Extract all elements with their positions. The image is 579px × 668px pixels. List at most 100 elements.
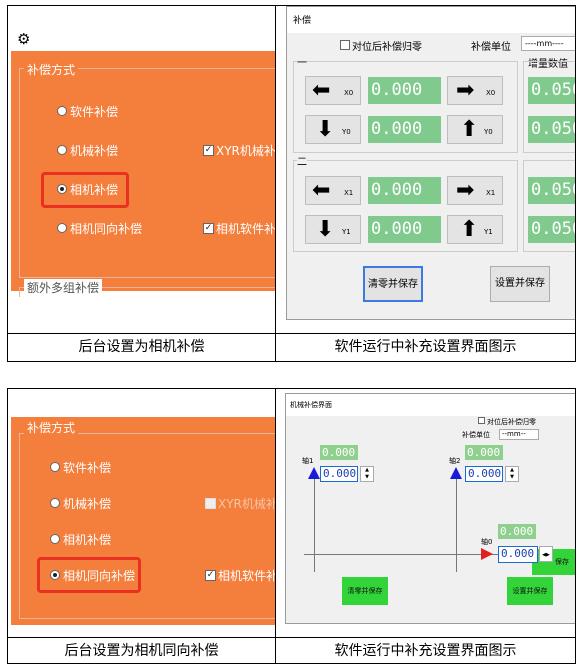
axis0-input[interactable]: 0.000 xyxy=(498,546,538,563)
unit-select[interactable]: ----mm---- xyxy=(521,36,575,51)
radio-mechanical-comp[interactable] xyxy=(57,145,67,155)
highlight-box xyxy=(37,557,141,593)
axis2-line xyxy=(456,478,457,572)
option-camera-same-dir-comp: 相机同向补偿 xyxy=(70,222,143,236)
check-camera-software[interactable]: ✓ xyxy=(203,223,214,234)
group-frame xyxy=(19,68,275,278)
mech-window: 机械补偿界面 对位后补偿归零 补偿单位 --mm-- 轴1 0.000 0.00… xyxy=(285,393,575,624)
axis1-line xyxy=(314,478,315,572)
option-camera-comp: 相机补偿 xyxy=(70,183,119,197)
radio-camera-comp[interactable] xyxy=(50,534,60,544)
radio-camera-same-dir-comp[interactable] xyxy=(50,570,60,580)
clear-and-save-button[interactable]: 清零并保存 xyxy=(363,266,423,302)
check-xyr-mechanical[interactable] xyxy=(205,498,216,509)
bottom-table-divider xyxy=(275,388,276,664)
check-xyr-mechanical-label: XYR机械补偿 xyxy=(216,144,275,158)
set-and-save-button[interactable]: 设置并保存 xyxy=(507,577,553,605)
group-title: 补偿方式 xyxy=(24,61,79,78)
reset-after-align-check[interactable] xyxy=(340,40,350,50)
option-mechanical-comp: 机械补偿 xyxy=(70,144,119,158)
axis0-arrow-icon xyxy=(481,548,493,560)
y0-plus-button[interactable]: ⬆ Y0 xyxy=(447,115,503,144)
unit-label: 补偿单位 xyxy=(471,42,511,53)
axis1-arrow-icon xyxy=(308,467,320,479)
top-table-divider xyxy=(275,5,276,362)
y1-increment[interactable]: 0.050 xyxy=(528,216,575,243)
x0-minus-button[interactable]: ⬅ X0 xyxy=(305,76,361,105)
right-arrow-icon: ➡ xyxy=(456,178,475,203)
group-one-label: 一 xyxy=(297,54,307,69)
extra-group-frame xyxy=(19,287,275,297)
set-and-save-button[interactable]: 设置并保存 xyxy=(490,266,550,302)
axis1-input[interactable]: 0.000 xyxy=(320,466,358,482)
radio-software-comp[interactable] xyxy=(57,106,67,116)
axis0-line xyxy=(304,554,500,555)
reset-after-align-label: 对位后补偿归零 xyxy=(352,42,422,53)
bottom-caption-left: 后台设置为相机同向补偿 xyxy=(64,643,219,659)
axis2-input[interactable]: 0.000 xyxy=(465,466,503,482)
settings-area xyxy=(11,51,275,291)
left-arrow-icon: ⬅ xyxy=(312,178,331,203)
unit-label: 补偿单位 xyxy=(462,431,490,439)
right-arrow-icon: ➡ xyxy=(456,78,475,103)
down-arrow-icon: ⬇ xyxy=(316,217,335,242)
highlight-box xyxy=(41,172,129,208)
gear-icon[interactable]: ⚙ xyxy=(17,30,31,48)
check-camera-software[interactable]: ✓ xyxy=(205,570,216,581)
x1-minus-button[interactable]: ⬅ X1 xyxy=(305,176,361,205)
x1-plus-button[interactable]: ➡ X1 xyxy=(447,176,503,205)
reset-after-align-label: 对位后补偿归零 xyxy=(487,418,536,426)
x0-value[interactable]: 0.000 xyxy=(368,77,441,104)
axis1-label: 轴1 xyxy=(302,457,314,465)
comp-window: 补偿 对位后补偿归零 补偿单位 ----mm---- 增量数值 一 ⬅ X0 0… xyxy=(286,6,575,320)
check-camera-software-label: 相机软件补偿 xyxy=(218,569,275,583)
x1-plus-axis: X1 xyxy=(486,189,496,197)
up-arrow-icon: ⬆ xyxy=(460,117,479,142)
top-left-panel: ⚙ 补偿方式 软件补偿 机械补偿 相机补偿 相机同向补偿 ✓ XYR机械补偿 ✓… xyxy=(8,6,275,333)
bottom-right-panel: 机械补偿界面 对位后补偿归零 补偿单位 --mm-- 轴1 0.000 0.00… xyxy=(276,389,575,637)
x0-increment[interactable]: 0.050 xyxy=(528,77,575,104)
y1-plus-axis: Y1 xyxy=(484,228,493,236)
axis2-label: 轴2 xyxy=(449,457,461,465)
y1-minus-button[interactable]: ⬇ Y1 xyxy=(305,215,361,244)
left-arrow-icon: ⬅ xyxy=(312,78,331,103)
option-camera-comp: 相机补偿 xyxy=(63,533,112,547)
axis1-spinner[interactable]: ▲▼ xyxy=(360,466,374,482)
group-title: 补偿方式 xyxy=(24,419,79,436)
clear-and-save-button[interactable]: 清零并保存 xyxy=(342,577,388,605)
y1-plus-button[interactable]: ⬆ Y1 xyxy=(447,215,503,244)
top-right-panel: 补偿 对位后补偿归零 补偿单位 ----mm---- 增量数值 一 ⬅ X0 0… xyxy=(276,6,575,333)
y0-increment[interactable]: 0.050 xyxy=(528,116,575,143)
check-camera-software-label: 相机软件补偿 xyxy=(216,222,275,236)
axis2-spinner[interactable]: ▲▼ xyxy=(505,466,519,482)
radio-mechanical-comp[interactable] xyxy=(50,498,60,508)
radio-camera-same-dir-comp[interactable] xyxy=(57,223,67,233)
y1-value[interactable]: 0.000 xyxy=(368,216,441,243)
x1-minus-axis: X1 xyxy=(344,189,354,197)
comp-window-titlebar xyxy=(287,7,575,33)
radio-software-comp[interactable] xyxy=(50,462,60,472)
y0-plus-axis: Y0 xyxy=(484,128,493,136)
y0-minus-button[interactable]: ⬇ Y0 xyxy=(305,115,361,144)
unit-select[interactable]: --mm-- xyxy=(499,429,539,440)
extra-group-title: 额外多组补偿 xyxy=(24,279,103,296)
top-caption-left: 后台设置为相机补偿 xyxy=(78,339,205,355)
window-title: 补偿 xyxy=(293,16,312,26)
axis0-spinner[interactable]: ◀▶ xyxy=(539,546,553,562)
option-software-comp: 软件补偿 xyxy=(70,105,119,119)
check-xyr-mechanical[interactable]: ✓ xyxy=(203,145,214,156)
x0-minus-axis: X0 xyxy=(344,89,354,97)
bottom-caption-right: 软件运行中补充设置界面图示 xyxy=(334,643,517,659)
axis2-arrow-icon xyxy=(450,467,462,479)
axis0-label: 轴0 xyxy=(481,538,493,546)
reset-after-align-check[interactable] xyxy=(478,417,485,424)
radio-camera-comp[interactable] xyxy=(57,184,67,194)
increment-frame-2 xyxy=(523,160,575,252)
x0-plus-button[interactable]: ➡ X0 xyxy=(447,76,503,105)
x1-value[interactable]: 0.000 xyxy=(368,177,441,204)
down-arrow-icon: ⬇ xyxy=(316,117,335,142)
y0-value[interactable]: 0.000 xyxy=(368,116,441,143)
x1-increment[interactable]: 0.050 xyxy=(528,177,575,204)
up-arrow-icon: ⬆ xyxy=(460,217,479,242)
check-xyr-mechanical-label: XYR机械补偿 xyxy=(218,497,275,511)
